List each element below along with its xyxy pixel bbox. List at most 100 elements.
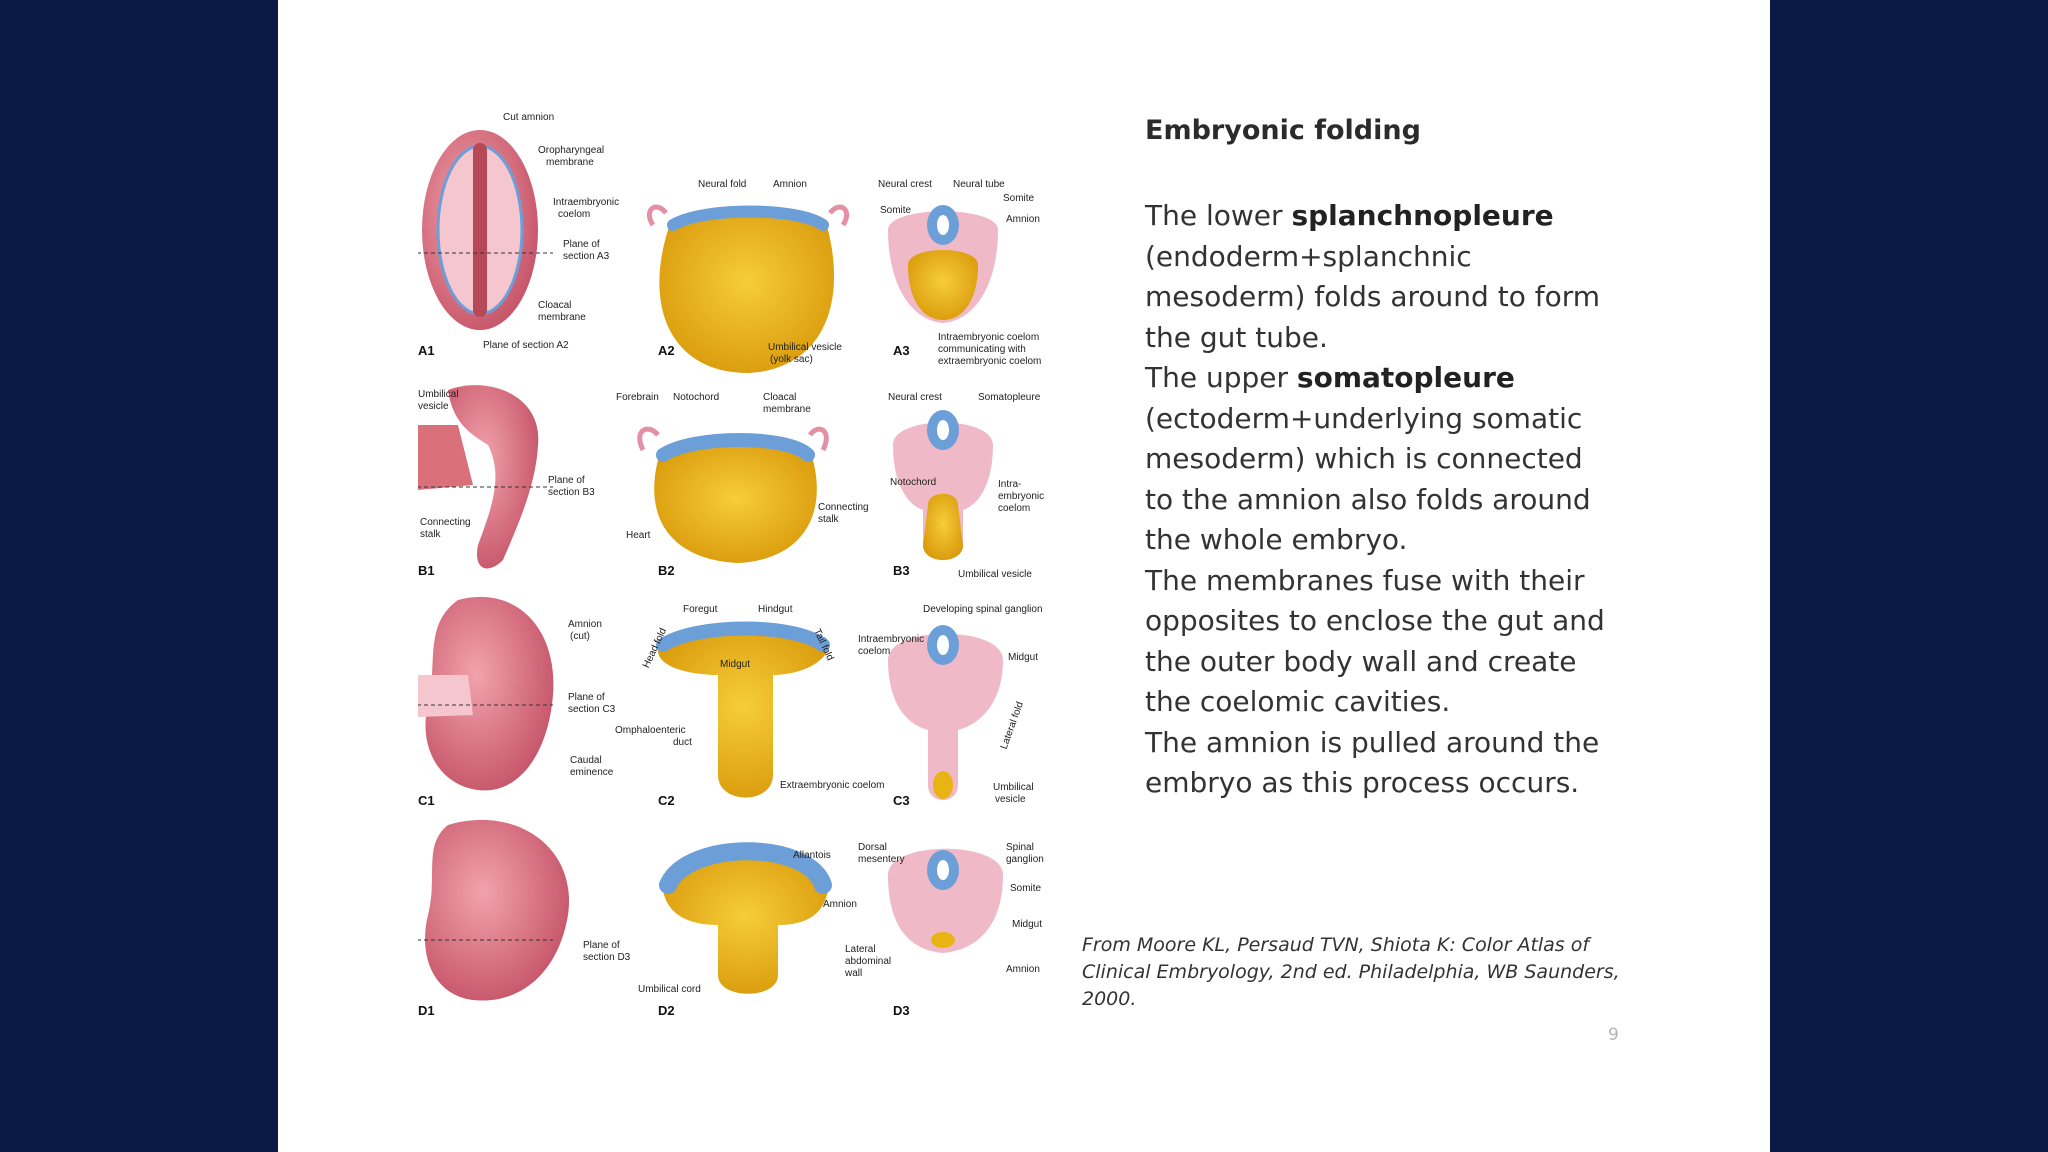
p1-text-a: The lower	[1145, 199, 1292, 232]
label-intra-b3-3: coelom	[998, 503, 1030, 514]
label-cloacal-1: Cloacal	[538, 300, 571, 311]
label-umbilical-b3: Umbilical vesicle	[958, 569, 1032, 580]
label-lateral-abd-2: abdominal	[845, 956, 891, 967]
panel-b2-section	[637, 426, 829, 563]
label-umbilical-b1-1: Umbilical	[418, 389, 459, 400]
panel-b3-section	[893, 410, 993, 560]
label-amnion-cut-1: Amnion	[568, 619, 602, 630]
panel-a1-embryo	[418, 130, 553, 330]
panel-label-b1: B1	[418, 563, 435, 578]
label-omphalo-1: Omphaloenteric	[615, 725, 686, 736]
label-neural-fold: Neural fold	[698, 179, 746, 190]
label-dorsal-2: mesentery	[858, 854, 905, 865]
left-background-band	[0, 0, 278, 1152]
panel-label-b2: B2	[658, 563, 675, 578]
panel-label-d1: D1	[418, 1003, 435, 1018]
label-amnion-a2: Amnion	[773, 179, 807, 190]
panel-label-b3: B3	[893, 563, 910, 578]
label-somite-d3: Somite	[1010, 883, 1042, 894]
label-umbilical-c3-1: Umbilical	[993, 782, 1034, 793]
label-midgut-d3: Midgut	[1012, 919, 1042, 930]
label-somite-a3-left: Somite	[880, 205, 912, 216]
label-plane-c3-1: Plane of	[568, 692, 605, 703]
panel-label-a3: A3	[893, 343, 910, 358]
panel-c1-embryo	[418, 596, 554, 791]
panel-a3-section	[888, 205, 998, 323]
right-background-band	[1770, 0, 2048, 1152]
panel-d2-section	[659, 842, 832, 994]
slide-body: The lower splanchnopleure (endoderm+spla…	[1145, 196, 1615, 804]
label-neural-crest: Neural crest	[878, 179, 932, 190]
term-somatopleure: somatopleure	[1296, 361, 1515, 394]
label-hindgut: Hindgut	[758, 604, 793, 615]
label-dorsal-1: Dorsal	[858, 842, 887, 853]
label-midgut-c3: Midgut	[1008, 652, 1038, 663]
label-neural-crest-b3: Neural crest	[888, 392, 942, 403]
label-developing-ganglion: Developing spinal ganglion	[923, 604, 1043, 615]
label-connecting-b2-2: stalk	[818, 514, 840, 525]
label-amnion-d2: Amnion	[823, 899, 857, 910]
panel-label-d3: D3	[893, 1003, 910, 1018]
label-notochord-b2: Notochord	[673, 392, 719, 403]
panel-c2-section	[656, 621, 830, 798]
label-intra-comm-2: communicating with	[938, 344, 1026, 355]
label-umbilical-cord: Umbilical cord	[638, 984, 701, 995]
embryonic-folding-figure: A1 A2 A3 B1 B2 B3 C1 C2 C3 D1 D2 D3 Cut …	[418, 105, 1048, 1025]
label-umbilical-b1-2: vesicle	[418, 401, 449, 412]
label-intra-c3-2: coelom	[858, 646, 890, 657]
label-plane-c3-2: section C3	[568, 704, 616, 715]
label-cut-amnion: Cut amnion	[503, 112, 554, 123]
p2-text-c: (ectoderm+underlying somatic mesoderm) w…	[1145, 401, 1591, 557]
label-connecting-b2-1: Connecting	[818, 502, 869, 513]
panel-b1-embryo	[418, 385, 553, 569]
label-intra-comm-3: extraembryonic coelom	[938, 356, 1041, 367]
label-intraembryonic-2: coelom	[558, 209, 590, 220]
label-foregut: Foregut	[683, 604, 718, 615]
panel-label-c1: C1	[418, 793, 435, 808]
label-plane-a3-1: Plane of	[563, 239, 600, 250]
body-paragraph-3: The membranes fuse with their opposites …	[1145, 563, 1605, 719]
label-somite-a3-right: Somite	[1003, 193, 1035, 204]
label-plane-a3-2: section A3	[563, 251, 610, 262]
body-paragraph-2: The upper somatopleure (ectoderm+underly…	[1145, 358, 1615, 561]
body-paragraph-1: The lower splanchnopleure (endoderm+spla…	[1145, 196, 1615, 358]
label-cloacal-b2-2: membrane	[763, 404, 811, 415]
label-forebrain: Forebrain	[616, 392, 659, 403]
panel-c3-section	[888, 625, 1003, 800]
label-plane-d3-2: section D3	[583, 952, 631, 963]
label-umbilical-vesicle-2: (yolk sac)	[770, 354, 813, 365]
label-spinal-1: Spinal	[1006, 842, 1034, 853]
label-plane-b3-1: Plane of	[548, 475, 585, 486]
label-heart: Heart	[626, 530, 651, 541]
panel-label-c3: C3	[893, 793, 910, 808]
panel-d3-section	[888, 848, 1003, 953]
label-cloacal-b2-1: Cloacal	[763, 392, 796, 403]
label-midgut-c2: Midgut	[720, 659, 750, 670]
label-spinal-2: ganglion	[1006, 854, 1044, 865]
p2-text-a: The upper	[1145, 361, 1297, 394]
label-allantois: Allantois	[793, 850, 831, 861]
label-connecting-b1-1: Connecting	[420, 517, 471, 528]
label-somatopleure: Somatopleure	[978, 392, 1041, 403]
label-lateral-abd-1: Lateral	[845, 944, 876, 955]
label-caudal-2: eminence	[570, 767, 614, 778]
label-connecting-b1-2: stalk	[420, 529, 442, 540]
label-plane-b3-2: section B3	[548, 487, 595, 498]
figure-svg: A1 A2 A3 B1 B2 B3 C1 C2 C3 D1 D2 D3 Cut …	[418, 112, 1044, 1018]
label-intra-comm-1: Intraembryonic coelom	[938, 332, 1039, 343]
label-amnion-a3: Amnion	[1006, 214, 1040, 225]
slide-title: Embryonic folding	[1145, 115, 1421, 146]
panel-a2-section	[646, 204, 850, 373]
label-neural-tube: Neural tube	[953, 179, 1005, 190]
panel-label-a1: A1	[418, 343, 435, 358]
page-number: 9	[1608, 1025, 1619, 1045]
panel-label-c2: C2	[658, 793, 675, 808]
label-intra-b3-2: embryonic	[998, 491, 1044, 502]
label-plane-d3-1: Plane of	[583, 940, 620, 951]
label-plane-a2: Plane of section A2	[483, 340, 569, 351]
label-extraembryonic: Extraembryonic coelom	[780, 780, 884, 791]
label-oropharyngeal-1: Oropharyngeal	[538, 145, 604, 156]
body-paragraph-4: The amnion is pulled around the embryo a…	[1145, 725, 1600, 800]
label-umbilical-c3-2: vesicle	[995, 794, 1026, 805]
label-oropharyngeal-2: membrane	[546, 157, 594, 168]
